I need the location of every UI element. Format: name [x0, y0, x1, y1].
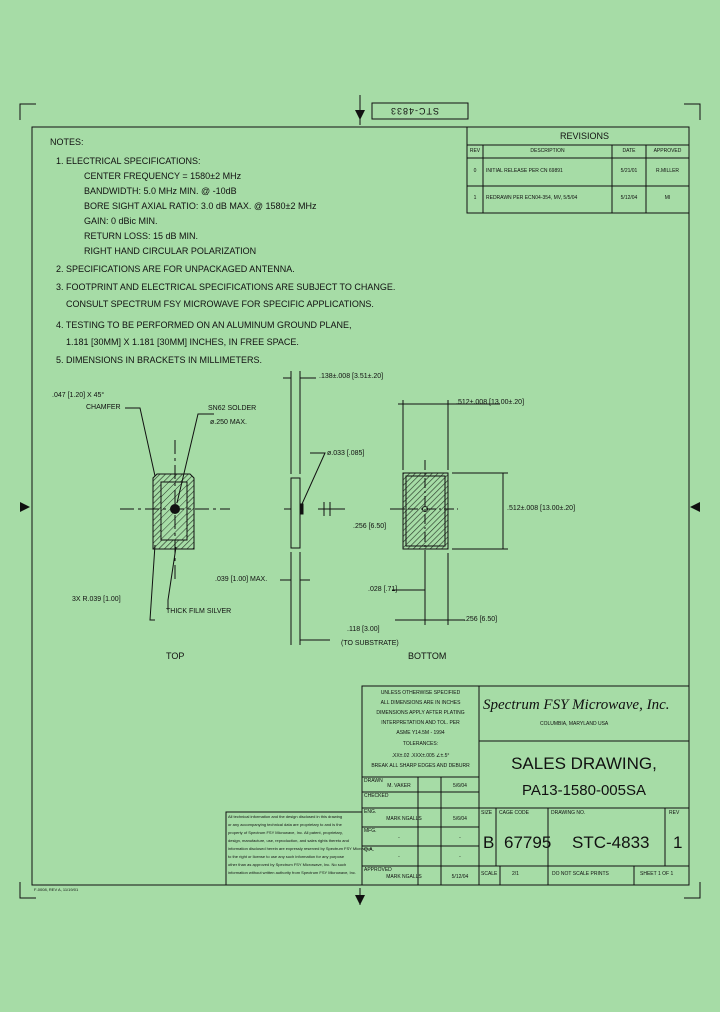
dim-feed-y: .256 [6.50]: [353, 523, 387, 530]
approval-role: DRAWN: [364, 778, 383, 784]
no-scale-note: DO NOT SCALE PRINTS: [552, 871, 609, 877]
note-line: 3. FOOTPRINT AND ELECTRICAL SPECIFICATIO…: [56, 282, 396, 292]
approval-role: ENG.: [364, 809, 377, 815]
tolerance-line: BREAK ALL SHARP EDGES AND DEBURR: [371, 763, 470, 769]
notes-heading: NOTES:: [50, 137, 84, 147]
dim-radius: 3X R.039 [1.00]: [72, 596, 121, 603]
dim-chamfer-label: CHAMFER: [86, 404, 121, 411]
note-line: RETURN LOSS: 15 dB MIN.: [84, 231, 199, 241]
approval-name: MARK NGALLS: [386, 874, 422, 880]
rev-label: REV: [669, 810, 680, 816]
note-line: 4. TESTING TO BE PERFORMED ON AN ALUMINU…: [56, 320, 352, 330]
approval-date: -: [459, 854, 461, 860]
note-line: BORE SIGHT AXIAL RATIO: 3.0 dB MAX. @ 15…: [84, 201, 317, 211]
tolerance-line: .XX±.02 .XXX±.005 ∠±.5°: [391, 753, 450, 759]
scale-value: 2/1: [512, 871, 519, 877]
drawing-number-label: DRAWING NO.: [551, 810, 586, 816]
dim-pin-diameter: ø.033 [.085]: [327, 450, 365, 457]
drawing-title-line1: SALES DRAWING,: [511, 754, 657, 773]
note-line: 5. DIMENSIONS IN BRACKETS IN MILLIMETERS…: [56, 355, 263, 365]
rev-cell: 0: [473, 168, 477, 174]
tolerance-line: UNLESS OTHERWISE SPECIFIED: [380, 690, 461, 696]
cage-code-label: CAGE CODE: [499, 810, 530, 816]
view-label-top: TOP: [166, 651, 185, 661]
rev-header-rev: REV: [469, 148, 481, 154]
drawing-title-line2: PA13-1580-005SA: [522, 782, 646, 799]
tolerance-line: DIMENSIONS APPLY AFTER PLATING: [376, 710, 465, 716]
view-label-bottom: BOTTOM: [408, 651, 447, 661]
rev-header-approved: APPROVED: [653, 148, 682, 154]
approval-role: MFG.: [364, 828, 377, 834]
drawing-number-stamp: STC-4833: [390, 106, 440, 116]
approval-name: MARK NGALLS: [386, 816, 422, 822]
proprietary-line: information disclosed herein are express…: [228, 846, 372, 851]
note-line: CENTER FREQUENCY = 1580±2 MHz: [84, 171, 242, 181]
proprietary-line: to the right or license to use any such …: [228, 854, 345, 859]
side-view-drawing: [280, 371, 345, 645]
top-view-drawing: [120, 407, 230, 621]
proprietary-line: or any accompanying technical data are p…: [228, 822, 342, 827]
rev-header-description: DESCRIPTION: [530, 148, 565, 154]
approval-name: -: [398, 854, 400, 860]
rev-cell: MI: [664, 195, 671, 201]
rev-cell: 5/12/04: [620, 195, 638, 201]
dim-bottom-width: .512±.008 [13.00±.20]: [456, 399, 525, 406]
dim-silver-max: .039 [1.00] MAX.: [215, 576, 268, 583]
approval-role: APPROVED: [364, 867, 392, 873]
note-line: 1. ELECTRICAL SPECIFICATIONS:: [56, 156, 201, 166]
dim-solder-max: ø.250 MAX.: [210, 419, 247, 426]
note-line: RIGHT HAND CIRCULAR POLARIZATION: [84, 246, 257, 256]
approval-role: Q.A.: [364, 847, 375, 853]
dim-solder: SN62 SOLDER: [208, 405, 257, 412]
approval-role: CHECKED: [364, 793, 389, 799]
dim-side-thickness: .138±.008 [3.51±.20]: [319, 373, 384, 380]
note-line: 1.181 [30MM] X 1.181 [30MM] INCHES, IN F…: [66, 337, 299, 347]
approval-date: 5/6/04: [453, 816, 467, 822]
rev-header-date: DATE: [622, 148, 636, 154]
bottom-view-drawing: [390, 400, 508, 625]
dim-chamfer: .047 [1.20] X 45°: [52, 392, 105, 399]
cage-code-value: 67795: [504, 833, 552, 852]
note-line: CONSULT SPECTRUM FSY MICROWAVE FOR SPECI…: [66, 299, 374, 309]
dim-thick-film: THICK FILM SILVER: [166, 608, 232, 615]
rev-cell: 1: [473, 195, 477, 201]
form-number: F-0008, REV A, 11/19/01: [34, 887, 79, 892]
company-location: COLUMBIA, MARYLAND USA: [540, 721, 609, 727]
tolerance-line: ALL DIMENSIONS ARE IN INCHES: [380, 700, 461, 706]
approval-date: 5/6/04: [453, 783, 467, 789]
rev-value: 1: [673, 833, 683, 852]
scale-label: SCALE: [481, 871, 498, 877]
dim-bottom-height: .512±.008 [13.00±.20]: [507, 505, 576, 512]
note-line: GAIN: 0 dBic MIN.: [84, 216, 158, 226]
tolerance-line: ASME Y14.5M - 1994: [396, 730, 445, 736]
dim-feed-x: .256 [6.50]: [464, 616, 498, 623]
proprietary-line: design, manufacture, use, reproduction, …: [228, 838, 349, 843]
proprietary-line: property of Spectrum FSY Microwave, Inc.…: [228, 830, 343, 835]
note-line: BANDWIDTH: 5.0 MHz MIN. @ -10dB: [84, 186, 237, 196]
company-name: Spectrum FSY Microwave, Inc.: [483, 697, 670, 713]
revisions-title: REVISIONS: [560, 131, 610, 141]
tolerance-line: INTERPRETATION AND TOL. PER: [381, 720, 460, 726]
rev-cell: R.MILLER: [655, 168, 680, 174]
approval-name: -: [398, 835, 400, 841]
sheet-number: SHEET 1 OF 1: [640, 871, 674, 877]
proprietary-line: information without written authority fr…: [228, 870, 356, 875]
size-label: SIZE: [481, 810, 493, 816]
proprietary-line: All technical information and the design…: [228, 814, 343, 819]
proprietary-line: other than as approved by Spectrum FSY M…: [228, 862, 347, 867]
drawing-number-value: STC-4833: [572, 833, 650, 852]
tolerance-line: TOLERANCES:: [402, 741, 439, 747]
approval-name: M. VAKER: [387, 783, 411, 789]
approval-date: 5/12/04: [451, 874, 469, 880]
note-line: 2. SPECIFICATIONS ARE FOR UNPACKAGED ANT…: [56, 264, 295, 274]
dim-substrate-note: (TO SUBSTRATE): [341, 640, 399, 647]
size-value: B: [483, 833, 495, 852]
rev-cell: REDRAWN PER ECN04-354, MV, 5/5/04: [486, 195, 578, 201]
dim-pin-length: .028 [.71]: [368, 586, 398, 593]
dim-substrate: .118 [3.00]: [347, 626, 380, 633]
rev-cell: INITIAL RELEASE PER CN 69891: [486, 168, 563, 174]
approval-date: -: [459, 835, 461, 841]
rev-cell: 5/21/01: [620, 168, 638, 174]
